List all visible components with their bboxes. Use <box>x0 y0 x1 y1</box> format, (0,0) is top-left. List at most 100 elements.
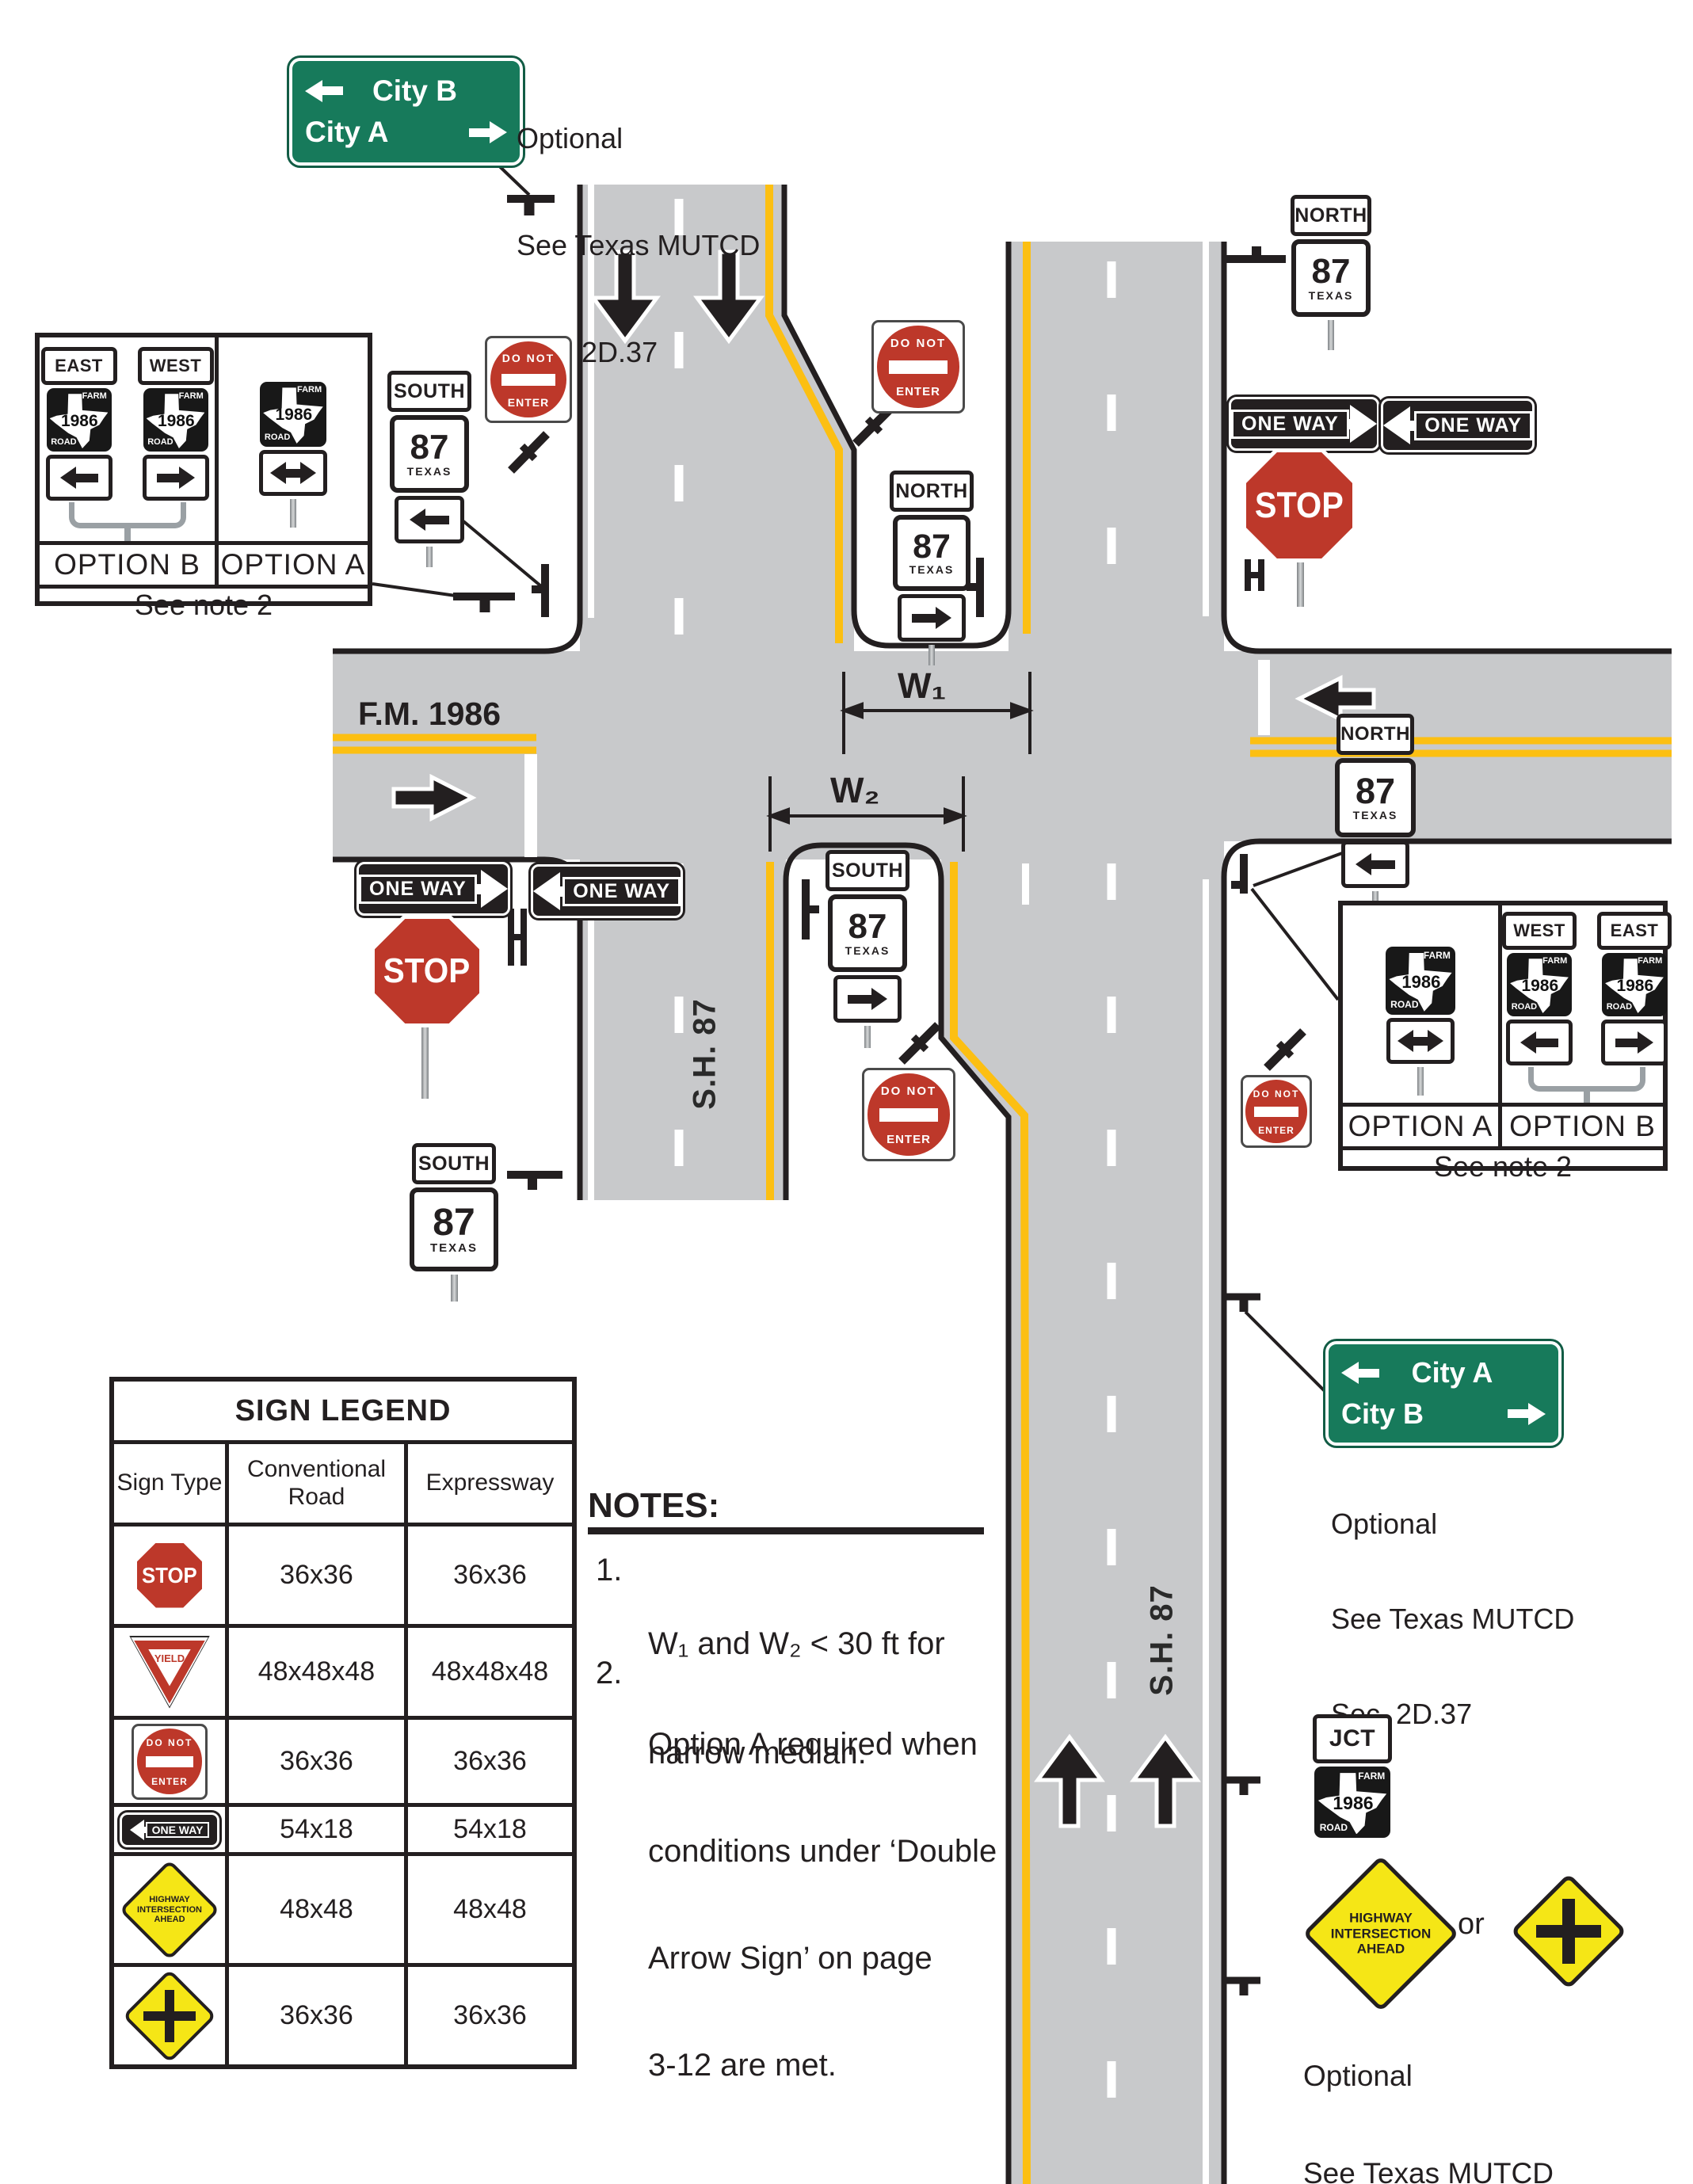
left-arrow-icon <box>533 872 560 910</box>
legend-value: 48x48x48 <box>225 1624 404 1716</box>
post <box>450 1275 458 1302</box>
option-a-label: OPTION A <box>215 545 368 585</box>
left-arrow-icon <box>305 79 343 102</box>
south-plaque: SOUTH <box>826 850 909 891</box>
white-bar-icon <box>146 1756 193 1767</box>
east-plaque: EAST <box>40 347 117 385</box>
east-plaque: EAST <box>1597 912 1672 950</box>
legend-value: 48x48x48 <box>404 1624 572 1716</box>
post <box>1328 320 1334 350</box>
right-arrow-icon <box>142 455 209 501</box>
fm1986-double-arrow-assembly: FARM 1986 ROAD <box>259 382 327 528</box>
route-87-shield: 87 TEXAS <box>828 894 907 972</box>
north-plaque: NORTH <box>1336 714 1414 755</box>
south-87-left-arrow-assembly: SOUTH 87 TEXAS <box>387 371 471 567</box>
post <box>290 499 296 528</box>
legend-value: 36x36 <box>404 1716 572 1803</box>
post <box>928 645 935 665</box>
yield-sign: YIELD <box>129 1635 210 1709</box>
traffic-flow-arrow-icons <box>391 250 1376 1828</box>
option-a-cell: FARM 1986 ROAD <box>215 337 368 541</box>
south-plaque: SOUTH <box>412 1143 496 1184</box>
west-fm1986-assembly: WEST FARM 1986 ROAD <box>137 347 214 501</box>
legend-one-way-cell: ONE WAY <box>114 1803 225 1852</box>
west-plaque: WEST <box>1502 912 1577 950</box>
legend-value: 36x36 <box>225 1963 404 2064</box>
fm-1986-shield: FARM 1986 ROAD <box>260 382 326 447</box>
legend-do-not-enter-cell: DO NOT ENTER <box>114 1716 225 1803</box>
guide-sign-top-left: City B City A <box>289 58 523 166</box>
right-arrow-icon <box>833 975 902 1023</box>
right-arrow-icon <box>898 594 966 642</box>
legend-value: 36x36 <box>225 1523 404 1624</box>
north-87-assembly: NORTH 87 TEXAS <box>1291 195 1371 350</box>
destination-label: City B <box>372 74 457 107</box>
left-arrow-icon <box>1341 840 1409 888</box>
white-bar-icon <box>1254 1106 1298 1117</box>
guide-row: City B <box>1341 1397 1546 1431</box>
post-stub <box>124 528 131 541</box>
do-not-enter-sign: DO NOT ENTER <box>862 1068 955 1161</box>
left-arrow-icon <box>45 455 112 501</box>
see-note-label: See note 2 <box>40 585 368 622</box>
right-arrow-icon <box>469 121 507 144</box>
north-87-right-arrow-assembly: NORTH 87 TEXAS <box>890 471 974 665</box>
guide-row: City A <box>1341 1356 1546 1389</box>
leader-lines <box>372 155 1343 1393</box>
joined-post <box>68 502 186 528</box>
one-way-sign-left: ONE WAY <box>531 864 683 918</box>
note-1-number: 1. <box>596 1553 623 1587</box>
white-edge-lines <box>588 185 1209 2184</box>
fm-1986-road-label: F.M. 1986 <box>358 696 501 732</box>
guide-row: City A <box>305 116 507 149</box>
white-bar-icon <box>501 373 556 387</box>
sh-87-road-label: S.H. 87 <box>687 997 723 1110</box>
legend-hia-cell: HIGHWAY INTERSECTION AHEAD <box>114 1852 225 1963</box>
guide-row: City B <box>305 74 507 108</box>
option-b-label: OPTION B <box>1498 1107 1663 1146</box>
legend-value: 48x48 <box>225 1852 404 1963</box>
legend-value: 48x48 <box>404 1852 572 1963</box>
route-87-shield: 87 TEXAS <box>1335 758 1416 837</box>
note-1-text: W₁ and W₂ < 30 ft for narrow median. <box>648 1626 945 1770</box>
optional-note-warning-signs: Optional See Texas MUTCD Sections 2C.46 … <box>1303 2060 1554 2184</box>
option-a-cell: FARM 1986 ROAD <box>1343 905 1498 1103</box>
post <box>421 1027 429 1099</box>
crossroad-icon <box>1531 1894 1606 1969</box>
fm-1986-shield: FARM 1986 ROAD <box>1602 953 1667 1016</box>
left-arrow-icon <box>129 1819 144 1840</box>
one-way-sign-left: ONE WAY <box>120 1812 219 1847</box>
guide-sign-bottom-right: City A City B <box>1325 1341 1561 1446</box>
double-arrow-icon <box>1386 1018 1455 1064</box>
post <box>426 547 433 567</box>
west-plaque: WEST <box>137 347 214 385</box>
legend-value: 36x36 <box>404 1963 572 2064</box>
destination-label: City B <box>1341 1397 1424 1430</box>
highway-intersection-ahead-sign: HIGHWAY INTERSECTION AHEAD <box>119 1858 220 1961</box>
west-fm1986-assembly: WEST FARM 1986 ROAD <box>1502 912 1577 1065</box>
notes-underline <box>588 1527 984 1534</box>
right-arrow-icon <box>1601 1020 1668 1065</box>
cross-road-sign <box>122 1969 217 2063</box>
legend-cross-road-cell <box>114 1963 225 2064</box>
east-fm1986-assembly: EAST FARM 1986 ROAD <box>1597 912 1672 1065</box>
notes-title: NOTES: <box>588 1486 720 1525</box>
destination-label: City A <box>1411 1356 1493 1389</box>
do-not-enter-sign: DO NOT ENTER <box>871 320 965 414</box>
option-b-cell: WEST FARM 1986 ROAD EAST <box>1498 905 1672 1103</box>
sign-legend-table: SIGN LEGEND Sign Type Conventional Road … <box>109 1377 577 2069</box>
see-note-label: See note 2 <box>1343 1146 1663 1183</box>
do-not-enter-sign: DO NOT ENTER <box>1241 1075 1312 1148</box>
one-way-sign-right: ONE WAY <box>357 862 510 916</box>
legend-title: SIGN LEGEND <box>235 1393 452 1427</box>
route-87-shield: 87 TEXAS <box>1291 239 1371 317</box>
col-header-sign-type: Sign Type <box>114 1440 225 1523</box>
south-87-assembly: SOUTH 87 TEXAS <box>410 1143 498 1302</box>
yellow-edge-lines <box>765 185 1031 2184</box>
option-box-left: EAST FARM 1986 ROAD WEST <box>35 333 372 621</box>
note-2-text: Option A required when conditions under … <box>648 1727 997 2083</box>
note-2-number: 2. <box>596 1656 623 1690</box>
fm-1986-shield: FARM 1986 ROAD <box>1314 1767 1390 1838</box>
